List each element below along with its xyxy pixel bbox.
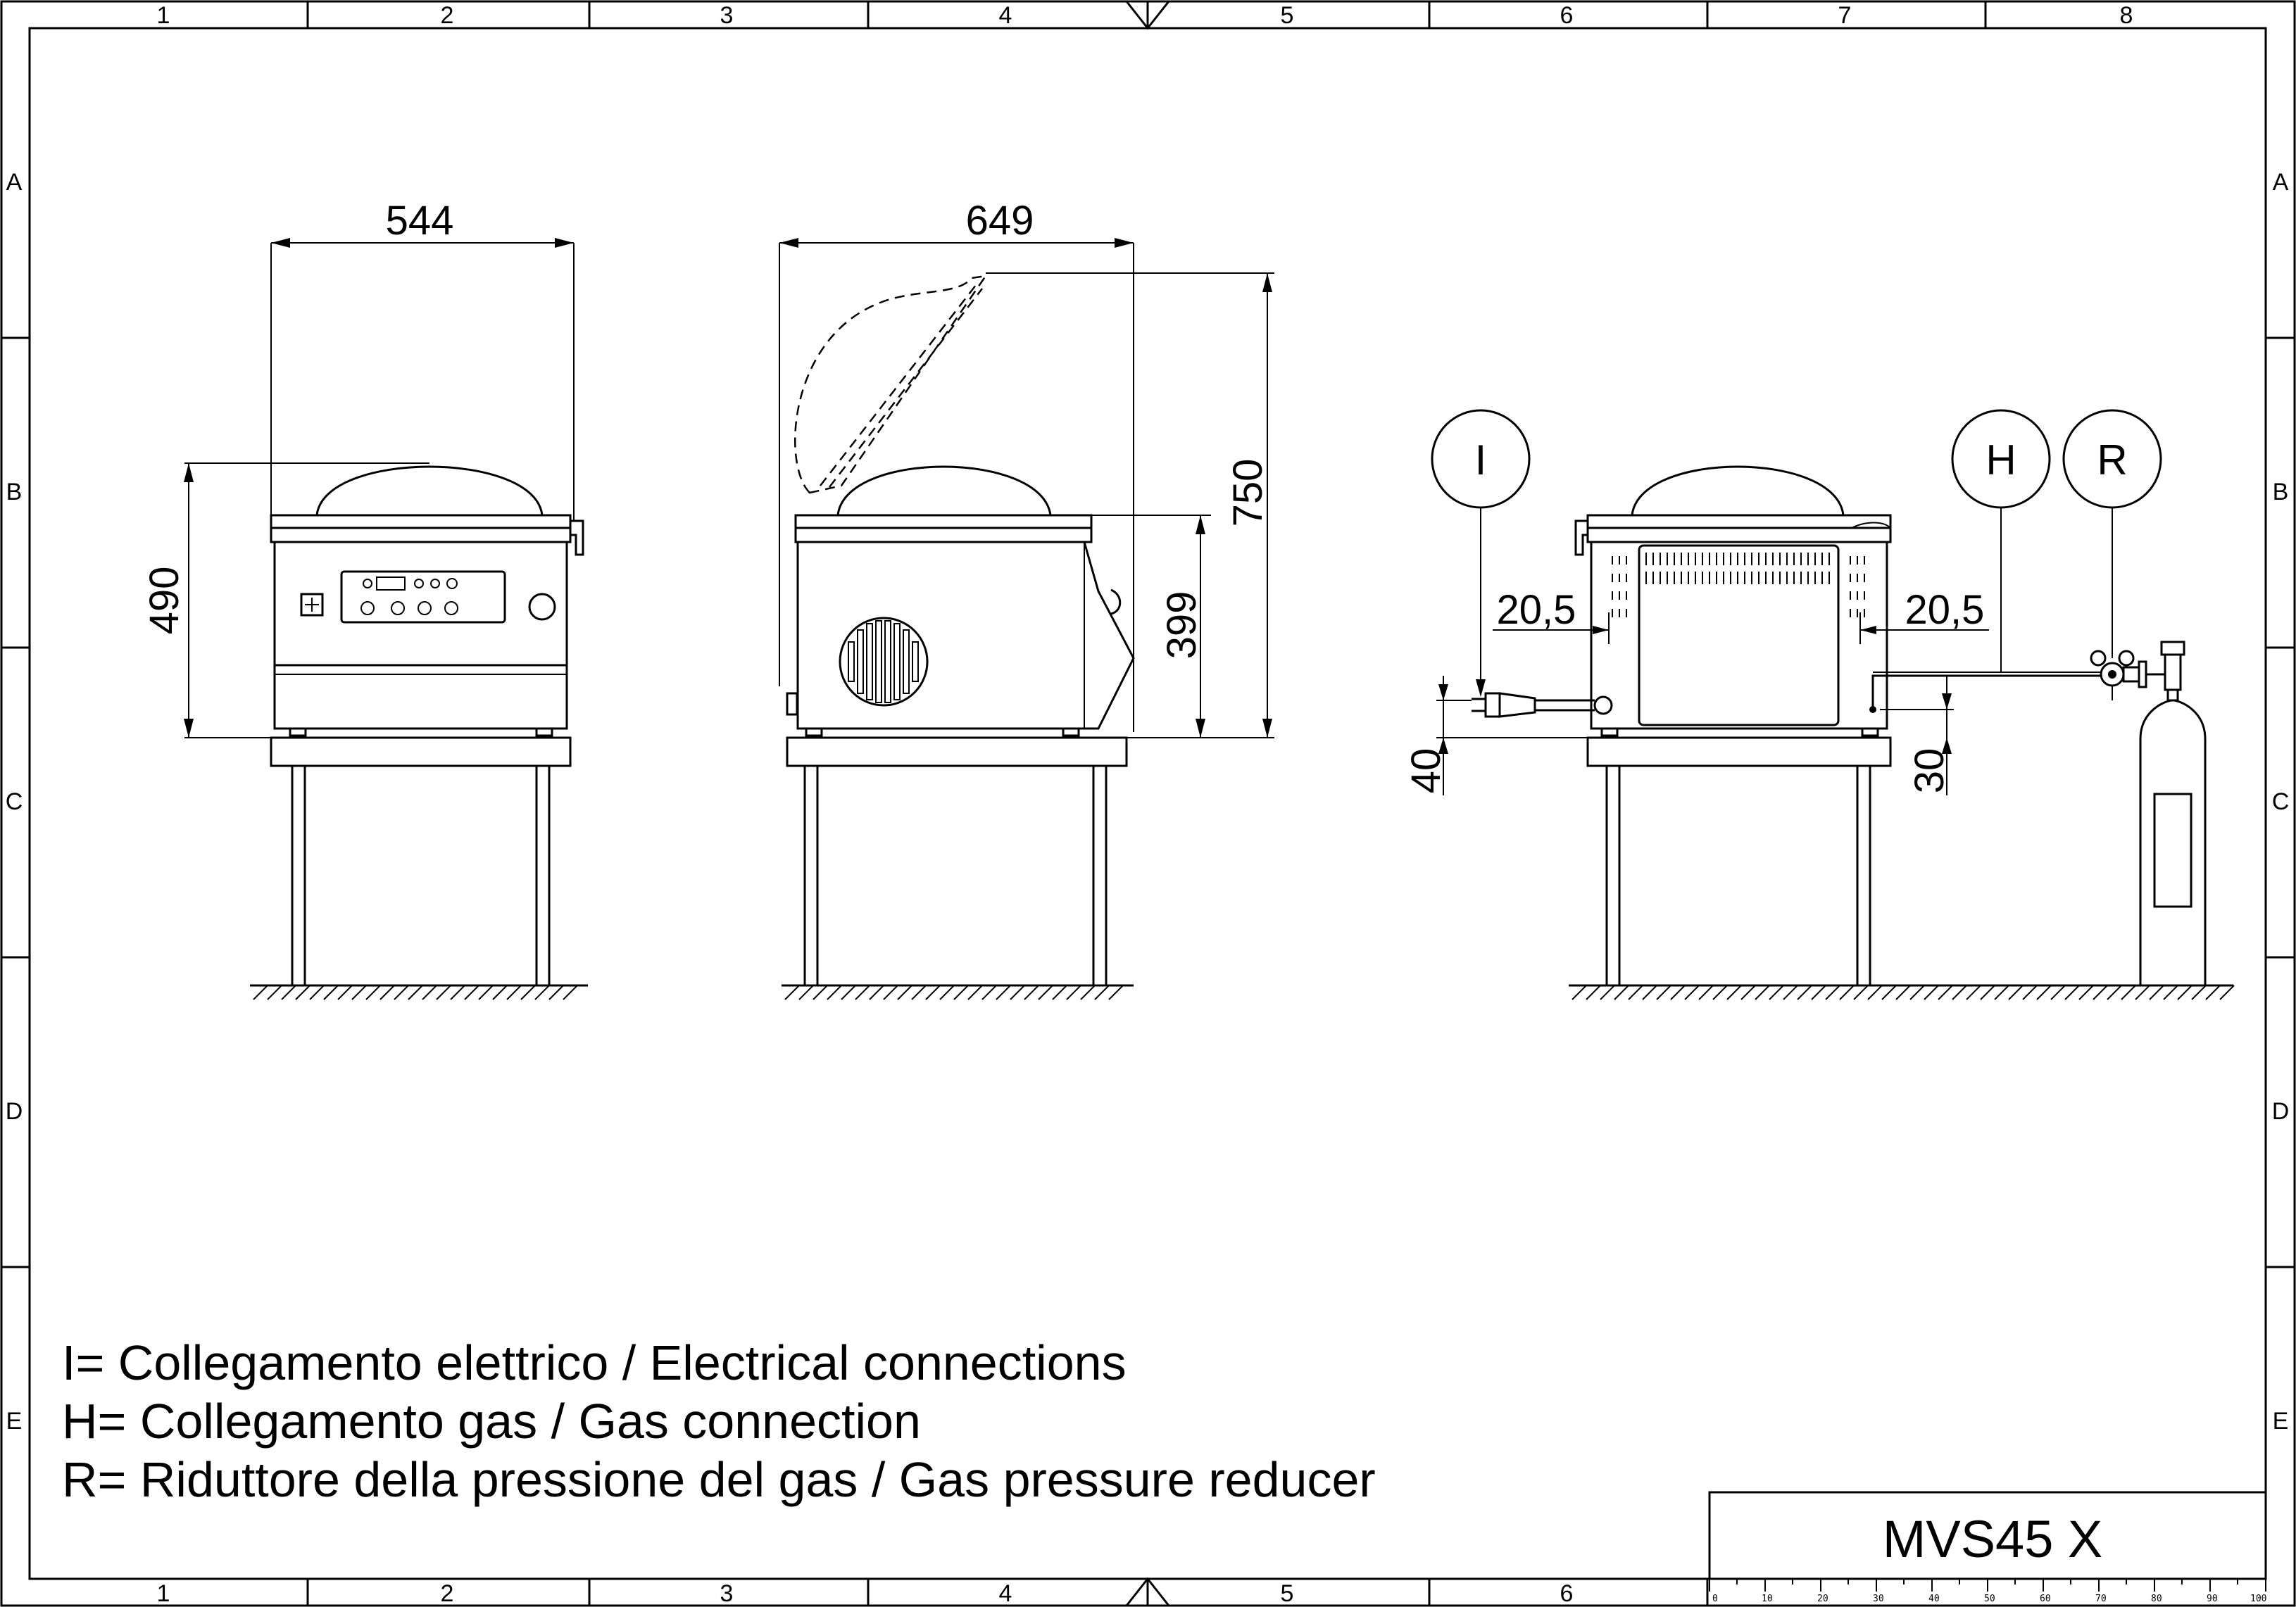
- legend-line-h: H= Collegamento gas / Gas connection: [62, 1394, 921, 1449]
- grid-column-labels-bottom: 1 2 3 4 5 6: [157, 1580, 1574, 1607]
- dim-rear-right-offset: 20,5: [1905, 587, 1985, 633]
- rear-body: [1590, 541, 1888, 730]
- dim-side-height: 399: [1159, 591, 1205, 660]
- grid-col-7: 7: [1838, 2, 1852, 29]
- grid-col-1: 1: [157, 2, 170, 29]
- grid-row-d-right: D: [2272, 1098, 2290, 1125]
- grid-column-labels-top: 1 2 3 4 5 6 7 8: [157, 2, 2133, 29]
- dim-side-height-open: 750: [1225, 459, 1271, 527]
- grid-col-4: 4: [999, 2, 1012, 29]
- grid-row-b-right: B: [2273, 479, 2289, 505]
- grid-col-2: 2: [441, 2, 454, 29]
- model-name: MVS45 X: [1883, 1510, 2103, 1568]
- grid-col-8: 8: [2120, 2, 2133, 29]
- dim-front-width: 544: [386, 198, 454, 244]
- rear-lid-dome: [1631, 465, 1845, 516]
- scale-label-90: 90: [2207, 1594, 2218, 1604]
- grid-col-2-bottom: 2: [441, 1580, 454, 1607]
- front-lid-rim: [270, 514, 572, 529]
- grid-col-5: 5: [1281, 2, 1294, 29]
- front-body: [273, 541, 568, 730]
- grid-row-e-left: E: [6, 1408, 23, 1435]
- rear-vent-slots: [1612, 553, 1865, 617]
- side-table-top: [786, 736, 1128, 767]
- gas-cylinder-label-area: [2153, 793, 2193, 908]
- dim-front-height: 490: [142, 567, 187, 635]
- scale-bar: 0 10 20 30 40 50 60 70 80 90 100: [1709, 1577, 2266, 1604]
- front-control-panel: [340, 570, 506, 624]
- dim-rear-plug-height: 40: [1403, 748, 1449, 794]
- scale-label-80: 80: [2151, 1594, 2162, 1604]
- dim-rear-gas-height: 30: [1907, 748, 1952, 794]
- scale-label-20: 20: [1817, 1594, 1828, 1604]
- callout-i-label: I: [1475, 436, 1487, 484]
- front-main-switch: [300, 593, 324, 617]
- grid-row-e-right: E: [2273, 1408, 2289, 1435]
- grid-col-5-bottom: 5: [1281, 1580, 1294, 1607]
- callout-r-label: R: [2097, 436, 2127, 484]
- side-view: 649 750 399: [779, 198, 1274, 1000]
- rear-view: I 20,5 20,5 40 30 H: [1403, 409, 2235, 1000]
- grid-row-b-left: B: [6, 479, 23, 505]
- legend-line-i: I= Collegamento elettrico / Electrical c…: [62, 1335, 1127, 1390]
- grid-row-d-left: D: [6, 1098, 23, 1125]
- scale-label-30: 30: [1873, 1594, 1884, 1604]
- rear-power-plug: [1472, 692, 1613, 718]
- grid-col-6: 6: [1560, 2, 1574, 29]
- front-view: 544 490: [142, 198, 588, 1000]
- dim-rear-left-offset: 20,5: [1497, 587, 1576, 633]
- grid-row-a-right: A: [2273, 169, 2289, 196]
- front-table-top: [270, 736, 572, 767]
- side-open-lid: [794, 275, 988, 494]
- grid-row-labels: A B C D E A B C D E: [6, 169, 2290, 1435]
- rear-panel: [1638, 544, 1840, 726]
- front-display: [376, 576, 406, 591]
- callout-h-label: H: [1986, 436, 2016, 484]
- legend: I= Collegamento elettrico / Electrical c…: [62, 1335, 1376, 1507]
- side-fan-grille: [839, 617, 929, 707]
- scale-label-60: 60: [2040, 1594, 2051, 1604]
- grid-row-c-left: C: [6, 788, 23, 815]
- scale-label-100: 100: [2250, 1594, 2266, 1604]
- side-lid-dome: [836, 465, 1052, 516]
- rear-table-top: [1586, 736, 1892, 767]
- grid-col-3-bottom: 3: [720, 1580, 734, 1607]
- grid-col-6-bottom: 6: [1560, 1580, 1574, 1607]
- scale-label-70: 70: [2095, 1594, 2107, 1604]
- title-block: MVS45 X: [1708, 1491, 2267, 1580]
- front-knob: [528, 593, 556, 621]
- gas-cylinder: [2139, 688, 2207, 987]
- scale-label-50: 50: [1984, 1594, 1995, 1604]
- front-lid-dome: [315, 465, 544, 516]
- rear-gas-connection: [1869, 672, 2102, 713]
- legend-line-r: R= Riduttore della pressione del gas / G…: [62, 1452, 1376, 1507]
- scale-label-0: 0: [1712, 1594, 1718, 1604]
- scale-label-40: 40: [1928, 1594, 1940, 1604]
- dim-side-width: 649: [966, 198, 1034, 244]
- grid-col-3: 3: [720, 2, 734, 29]
- grid-col-1-bottom: 1: [157, 1580, 170, 1607]
- grid-row-c-right: C: [2272, 788, 2290, 815]
- grid-row-a-left: A: [6, 169, 23, 196]
- grid-col-4-bottom: 4: [999, 1580, 1012, 1607]
- scale-label-10: 10: [1762, 1594, 1773, 1604]
- gas-pressure-reducer: [2090, 641, 2185, 700]
